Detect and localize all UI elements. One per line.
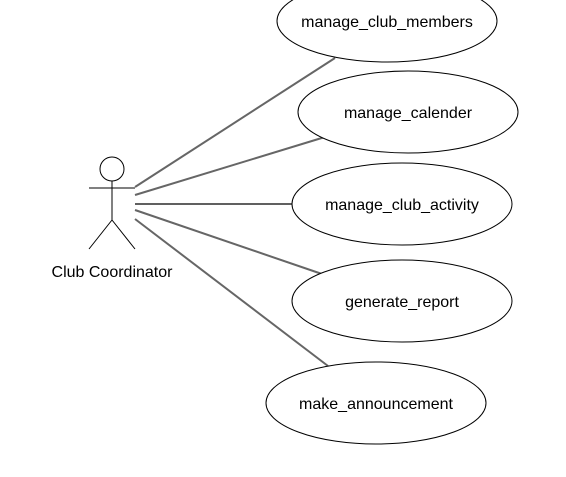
association-line-manage-calender — [134, 136, 326, 196]
use-case-label: manage_calender — [344, 105, 473, 122]
use-case-ellipse — [276, 0, 498, 63]
use-case-ellipse — [291, 259, 513, 343]
use-case-manage-club-members[interactable]: manage_club_members — [276, 0, 498, 63]
actor-stick-figure[interactable] — [88, 156, 136, 250]
association-line-make-announcement — [134, 218, 329, 367]
use-case-manage-club-activity[interactable]: manage_club_activity — [291, 162, 513, 246]
use-case-manage-calender[interactable]: manage_calender — [297, 70, 519, 154]
use-case-generate-report[interactable]: generate_report — [291, 259, 513, 343]
use-case-label: make_announcement — [299, 396, 453, 413]
use-case-ellipse — [297, 70, 519, 154]
use-case-label: manage_club_activity — [325, 197, 479, 214]
actor-head — [99, 156, 125, 182]
actor-right-leg — [111, 219, 136, 250]
actor-left-leg — [88, 219, 113, 250]
use-case-ellipse — [265, 361, 487, 445]
association-line-generate-report — [134, 209, 323, 275]
use-case-label: generate_report — [345, 294, 459, 311]
actor-label: Club Coordinator — [52, 264, 174, 281]
association-line-manage-club-members — [134, 57, 336, 188]
use-case-ellipse — [291, 162, 513, 246]
use-case-make-announcement[interactable]: make_announcement — [265, 361, 487, 445]
use-case-label: manage_club_members — [301, 14, 473, 31]
